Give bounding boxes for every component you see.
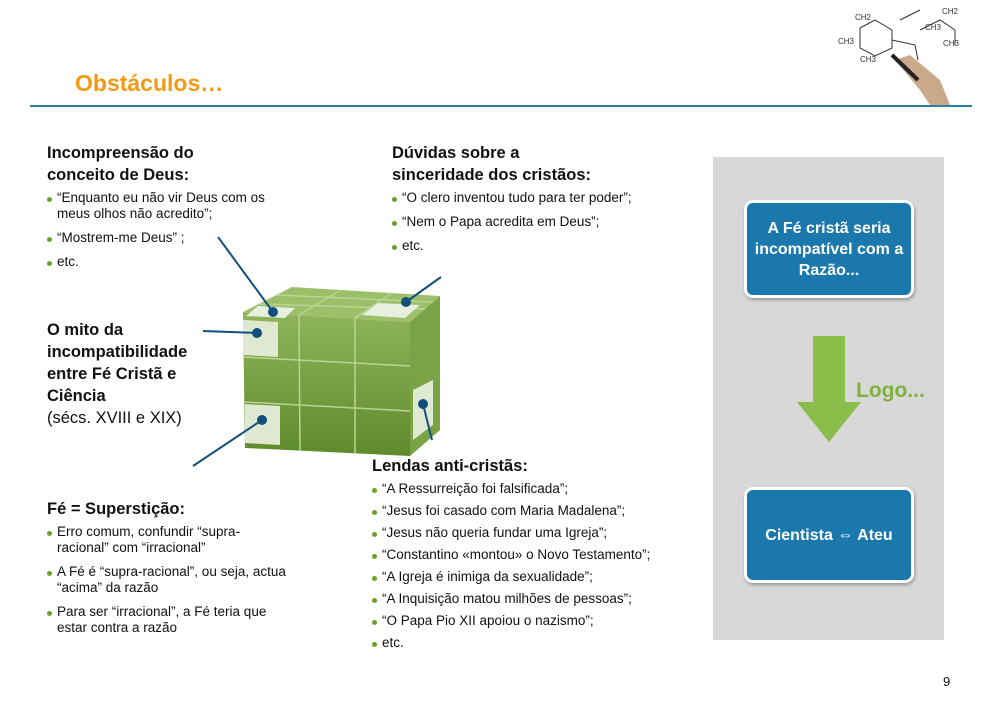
list-item: “Jesus não queria fundar uma Igreja”; <box>372 525 702 541</box>
list-item: A Fé é “supra-racional”, ou seja, actua … <box>47 564 287 596</box>
list-item: “O clero inventou tudo para ter poder”; <box>392 190 692 206</box>
svg-text:CH3: CH3 <box>925 23 942 32</box>
list-item: “Constantino «montou» o Novo Testamento”… <box>372 547 702 563</box>
list-item: “A Ressurreição foi falsificada”; <box>372 481 702 497</box>
section-title: Incompreensão do <box>47 144 194 162</box>
list-item: “Mostrem-me Deus” ; <box>47 230 307 246</box>
cube-diagram <box>192 236 442 467</box>
list-item: etc. <box>47 254 307 270</box>
section-title: O mito da incompatibilidade entre Fé Cri… <box>47 321 188 405</box>
list-item: Erro comum, confundir “supra-racional” c… <box>47 524 287 556</box>
section-duvidas: Dúvidas sobre a sinceridade dos cristãos… <box>392 142 692 262</box>
list-item: etc. <box>392 238 692 254</box>
scientist-atheist-box: Cientista ⇔ Ateu <box>744 487 914 583</box>
section-title: Fé = Superstição: <box>47 500 186 518</box>
logo-text: Logo... <box>856 379 925 402</box>
incompatibility-box: A Fé cristã seria incompatível com a Raz… <box>744 200 914 298</box>
down-arrow-icon <box>797 336 861 442</box>
section-subtitle: (sécs. XVIII e XIX) <box>47 409 182 427</box>
svg-text:CH2: CH2 <box>855 13 872 22</box>
svg-text:CH3: CH3 <box>838 37 855 46</box>
list-item: Para ser “irracional”, a Fé teria que es… <box>47 604 287 636</box>
section-title: Lendas anti-cristãs: <box>372 457 528 475</box>
page-number: 9 <box>943 674 951 689</box>
list-item: etc. <box>372 635 702 651</box>
cube-highlight <box>243 320 278 357</box>
svg-text:CH3: CH3 <box>943 39 960 48</box>
list-item: “A Igreja é inimiga da sexualidade”; <box>372 569 702 585</box>
section-mito: O mito da incompatibilidade entre Fé Cri… <box>47 319 212 429</box>
list-item: “A Inquisição matou milhões de pessoas”; <box>372 591 702 607</box>
section-incompreensao: Incompreensão do conceito de Deus: “Enqu… <box>47 142 307 278</box>
svg-text:CH2: CH2 <box>942 7 959 16</box>
header-divider <box>30 105 972 107</box>
list-item: “Nem o Papa acredita em Deus”; <box>392 214 692 230</box>
svg-text:CH3: CH3 <box>860 55 877 64</box>
section-lendas: Lendas anti-cristãs: “A Ressurreição foi… <box>372 455 702 659</box>
list-item: “Jesus foi casado com Maria Madalena”; <box>372 503 702 519</box>
section-supersticao: Fé = Superstição: Erro comum, confundir … <box>47 498 287 644</box>
callout-lines <box>192 236 442 467</box>
list-item: “O Papa Pio XII apoiou o nazismo”; <box>372 613 702 629</box>
section-title: conceito de Deus: <box>47 166 190 184</box>
section-title: sinceridade dos cristãos: <box>392 166 591 184</box>
cube-front-face <box>243 312 410 456</box>
slide-title: Obstáculos… <box>75 70 224 96</box>
list-item: “Enquanto eu não vir Deus com os meus ol… <box>47 190 282 222</box>
section-title: Dúvidas sobre a <box>392 144 520 162</box>
